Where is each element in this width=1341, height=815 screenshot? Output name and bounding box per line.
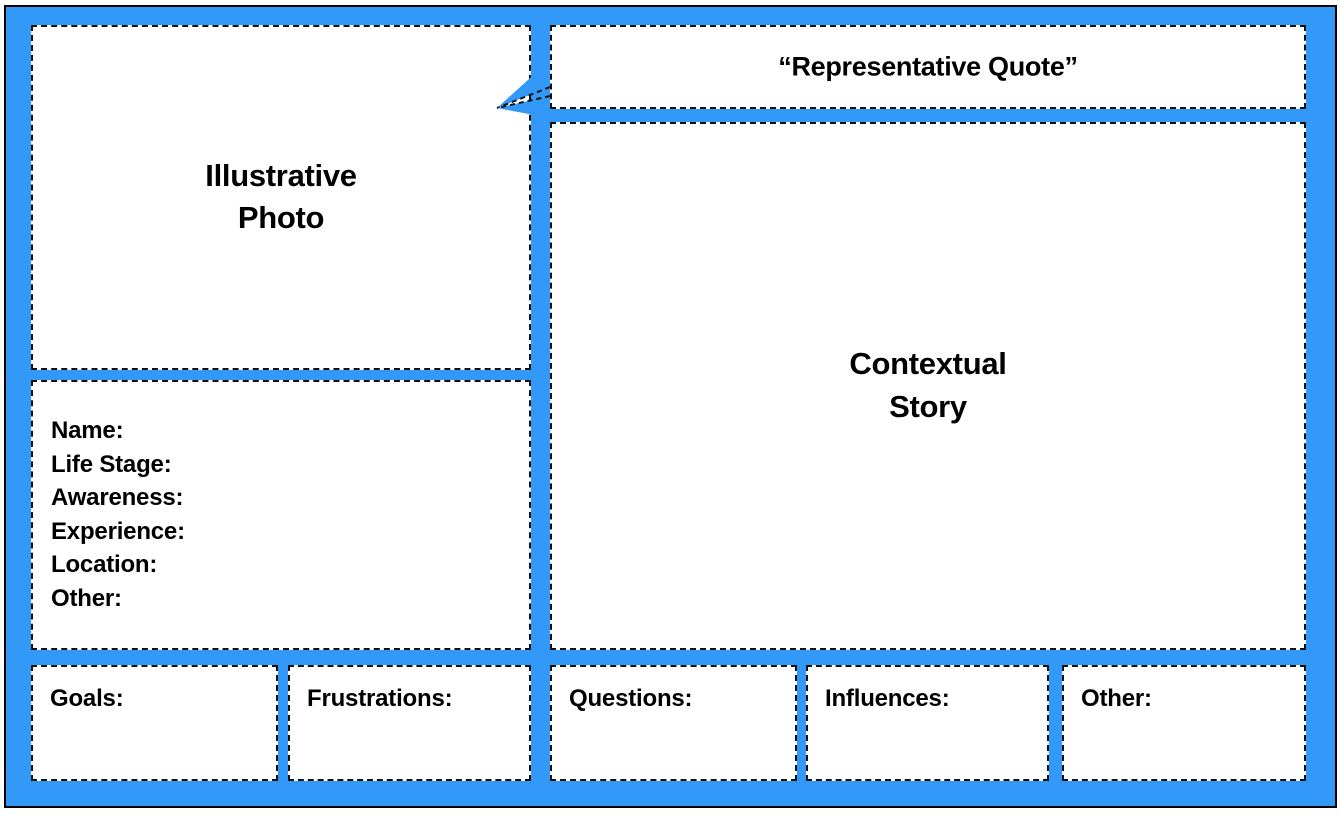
contextual-story-title-line-1: Contextual [849,346,1007,382]
contextual-story-title-line-2: Story [889,389,967,424]
demographics-card[interactable]: Name: Life Stage: Awareness: Experience:… [31,380,531,650]
demographics-field-life-stage[interactable]: Life Stage: [51,450,172,478]
illustrative-photo-card[interactable]: Illustrative Photo [31,25,531,370]
demographics-field-name[interactable]: Name: [51,417,124,444]
questions-card[interactable]: Questions: [550,665,797,781]
demographics-field-other[interactable]: Other: [51,584,122,612]
goals-label: Goals: [50,685,124,712]
representative-quote-text: “Representative Quote” [778,51,1078,82]
demographics-field-location[interactable]: Location: [51,551,158,579]
representative-quote-card[interactable]: “Representative Quote” [550,25,1306,109]
demographics-field-awareness[interactable]: Awareness: [51,484,184,512]
demographics-field-experience[interactable]: Experience: [51,517,185,545]
contextual-story-title: Contextual Story [552,343,1304,429]
other-card[interactable]: Other: [1062,665,1306,781]
illustrative-photo-title-line-2: Photo [237,200,325,236]
illustrative-photo-title: Illustrative Photo [33,155,529,241]
demographics-field-list: Name: Life Stage: Awareness: Experience:… [51,414,529,616]
frustrations-label: Frustrations: [307,685,453,712]
other-label: Other: [1081,685,1152,712]
contextual-story-card[interactable]: Contextual Story [550,122,1306,650]
goals-card[interactable]: Goals: [31,665,278,781]
frustrations-card[interactable]: Frustrations: [288,665,531,781]
influences-card[interactable]: Influences: [806,665,1049,781]
illustrative-photo-title-line-1: Illustrative [205,157,357,193]
questions-label: Questions: [569,685,693,712]
influences-label: Influences: [825,685,950,712]
